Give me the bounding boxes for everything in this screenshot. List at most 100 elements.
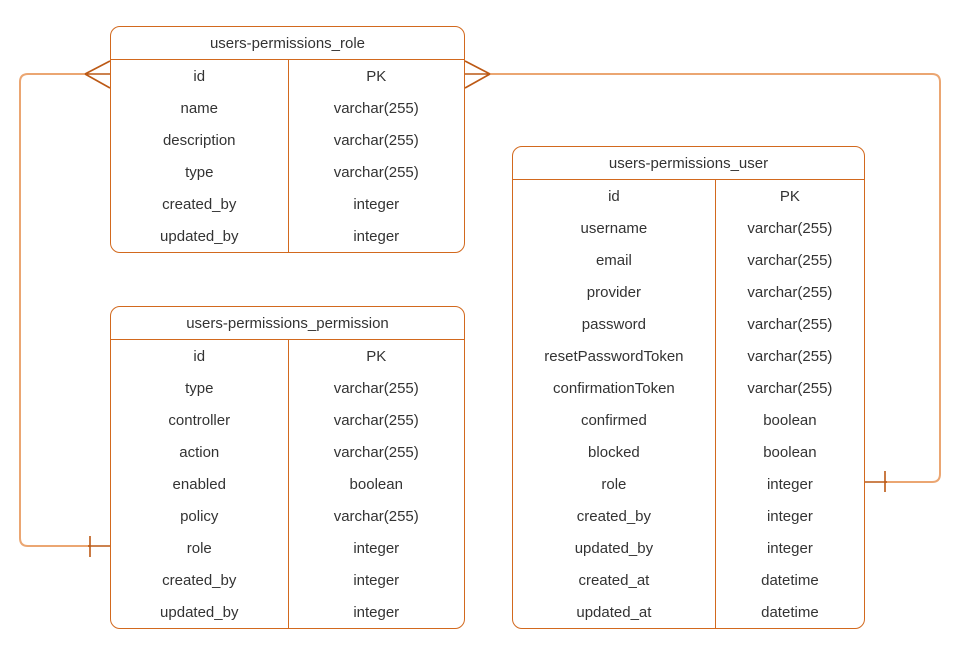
field-type-cell: varchar(255) (287, 124, 465, 156)
field-type-cell: varchar(255) (714, 212, 864, 244)
field-name-cell: confirmed (580, 411, 647, 429)
edge-role-to-permission[interactable] (19, 60, 111, 557)
field-name-cell: updated_by (574, 539, 654, 557)
table-row[interactable]: created_by integer (513, 500, 864, 532)
field-name-cell: confirmationToken (553, 379, 675, 397)
table-row[interactable]: password varchar(255) (513, 308, 864, 340)
field-type-cell: boolean (714, 436, 864, 468)
field-name-cell: blocked (588, 443, 640, 461)
table-row[interactable]: role integer (513, 468, 864, 500)
many-crow-foot-icon (84, 60, 111, 89)
table-row[interactable]: updated_by integer (111, 220, 464, 252)
field-type-cell: varchar(255) (287, 404, 465, 436)
field-type-cell: PK (287, 340, 465, 372)
field-name-cell: description (162, 131, 236, 149)
table-row[interactable]: created_at datetime (513, 564, 864, 596)
field-type-cell: boolean (714, 404, 864, 436)
field-type-cell: varchar(255) (287, 436, 465, 468)
field-name-cell: controller (168, 411, 231, 429)
field-name-cell: role (186, 539, 212, 557)
edge-role-to-user[interactable] (464, 60, 941, 492)
field-type-cell: PK (287, 60, 465, 92)
field-name-cell: id (193, 67, 206, 85)
table-row[interactable]: resetPasswordToken varchar(255) (513, 340, 864, 372)
table-body: id PK name varchar(255) description varc… (111, 60, 464, 252)
field-type-cell: integer (714, 468, 864, 500)
field-type-cell: integer (287, 564, 465, 596)
field-name-cell: id (193, 347, 206, 365)
field-type-cell: integer (287, 188, 465, 220)
table-row[interactable]: id PK (513, 180, 864, 212)
entity-table-permission[interactable]: users-permissions_permission id PK type … (110, 306, 465, 629)
field-type-cell: varchar(255) (287, 92, 465, 124)
field-name-cell: resetPasswordToken (544, 347, 684, 365)
table-row[interactable]: updated_at datetime (513, 596, 864, 628)
field-type-cell: varchar(255) (714, 276, 864, 308)
table-row[interactable]: controller varchar(255) (111, 404, 464, 436)
field-type-cell: integer (287, 596, 465, 628)
table-row[interactable]: confirmationToken varchar(255) (513, 372, 864, 404)
field-type-cell: datetime (714, 564, 864, 596)
field-type-cell: integer (287, 220, 465, 252)
table-row[interactable]: name varchar(255) (111, 92, 464, 124)
table-title[interactable]: users-permissions_permission (111, 307, 464, 340)
table-row[interactable]: updated_by integer (111, 596, 464, 628)
table-title[interactable]: users-permissions_user (513, 147, 864, 180)
table-row[interactable]: type varchar(255) (111, 372, 464, 404)
field-name-cell: created_by (162, 195, 237, 213)
table-body: id PK username varchar(255) email varcha… (513, 180, 864, 628)
field-type-cell: integer (287, 532, 465, 564)
field-type-cell: varchar(255) (287, 156, 465, 188)
table-row[interactable]: provider varchar(255) (513, 276, 864, 308)
field-name-cell: type (185, 379, 214, 397)
field-name-cell: updated_by (160, 603, 239, 621)
field-name-cell: role (601, 475, 627, 493)
table-row[interactable]: description varchar(255) (111, 124, 464, 156)
field-name-cell: created_by (162, 571, 237, 589)
table-row[interactable]: role integer (111, 532, 464, 564)
edge-line (19, 73, 90, 547)
table-row[interactable]: created_by integer (111, 564, 464, 596)
field-type-cell: varchar(255) (287, 372, 465, 404)
table-row[interactable]: created_by integer (111, 188, 464, 220)
table-row[interactable]: type varchar(255) (111, 156, 464, 188)
field-type-cell: varchar(255) (714, 244, 864, 276)
table-row[interactable]: username varchar(255) (513, 212, 864, 244)
field-name-cell: username (580, 219, 648, 237)
table-row[interactable]: id PK (111, 60, 464, 92)
field-name-cell: provider (586, 283, 641, 301)
field-name-cell: type (185, 163, 214, 181)
table-row[interactable]: policy varchar(255) (111, 500, 464, 532)
entity-table-user[interactable]: users-permissions_user id PK username va… (512, 146, 865, 629)
table-row[interactable]: confirmed boolean (513, 404, 864, 436)
one-tick-icon (88, 536, 110, 557)
field-name-cell: id (608, 187, 620, 205)
entity-table-role[interactable]: users-permissions_role id PK name varcha… (110, 26, 465, 253)
field-type-cell: boolean (287, 468, 465, 500)
field-type-cell: varchar(255) (714, 372, 864, 404)
table-row[interactable]: action varchar(255) (111, 436, 464, 468)
field-type-cell: PK (714, 180, 864, 212)
field-name-cell: email (595, 251, 632, 269)
field-type-cell: integer (714, 532, 864, 564)
table-row[interactable]: updated_by integer (513, 532, 864, 564)
table-title[interactable]: users-permissions_role (111, 27, 464, 60)
field-name-cell: enabled (172, 475, 226, 493)
table-row[interactable]: enabled boolean (111, 468, 464, 500)
edge-line (490, 73, 941, 483)
field-name-cell: updated_by (160, 227, 239, 245)
field-name-cell: name (180, 99, 219, 117)
field-type-cell: integer (714, 500, 864, 532)
field-type-cell: datetime (714, 596, 864, 628)
many-crow-foot-icon (464, 60, 491, 89)
table-row[interactable]: id PK (111, 340, 464, 372)
table-row[interactable]: blocked boolean (513, 436, 864, 468)
table-row[interactable]: email varchar(255) (513, 244, 864, 276)
field-name-cell: created_at (578, 571, 650, 589)
field-name-cell: password (581, 315, 646, 333)
field-type-cell: varchar(255) (714, 340, 864, 372)
field-name-cell: created_by (576, 507, 652, 525)
one-tick-icon (865, 471, 887, 492)
